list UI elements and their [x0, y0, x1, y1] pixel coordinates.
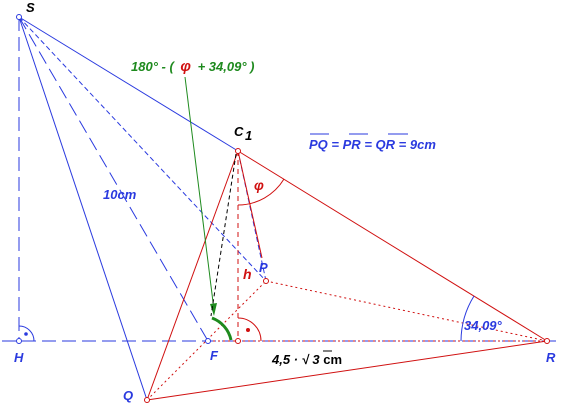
edge-S-F-longdash	[18, 16, 209, 342]
label-slant-length: 10cm	[103, 187, 137, 202]
label-phi: φ	[254, 177, 264, 193]
edge-S-Q	[18, 16, 148, 401]
base-prefix: 4,5 ·	[271, 352, 302, 367]
label-angle-R: 34,09°	[464, 318, 503, 333]
point-H	[16, 338, 22, 344]
edge-Q-P-dotted	[146, 280, 267, 401]
right-angle-dot-H	[24, 332, 28, 336]
eq-seg-PR: PR	[343, 137, 362, 152]
label-H: H	[14, 350, 24, 365]
edge-C1-P-red	[237, 150, 263, 259]
right-angle-mark-h-foot	[237, 317, 262, 342]
label-S: S	[26, 0, 35, 15]
angle-expr-phi: φ	[180, 58, 191, 75]
equation: PQ = PR = QR = 9cm	[309, 137, 436, 152]
point-F	[205, 338, 211, 344]
label-Q: Q	[123, 388, 133, 403]
edge-P-R-dotted	[265, 280, 548, 342]
base-sqrt-value: 3	[312, 352, 320, 367]
edge-C1-R	[237, 150, 548, 342]
angle-phi-arc	[237, 178, 285, 206]
label-h: h	[243, 266, 252, 282]
edge-C1-P-dashed	[237, 150, 267, 282]
right-angle-mark-H	[18, 325, 35, 342]
label-C1: C	[234, 124, 244, 139]
point-S	[16, 14, 22, 20]
label-R: R	[546, 350, 556, 365]
label-base-length: 4,5 · √ 3 cm	[271, 352, 342, 367]
label-F: F	[210, 348, 219, 363]
label-angle-expression: 180° - ( φ + 34,09° )	[131, 58, 254, 75]
angle-expr-prefix: 180° - (	[131, 59, 175, 74]
annotation-arrowhead	[210, 303, 217, 316]
right-angle-dot-h-foot	[246, 328, 250, 332]
edge-Q-R	[146, 340, 548, 401]
eq-seg-QR: QR	[376, 137, 396, 152]
edge-S-P-dashed	[18, 16, 267, 282]
eq-value: = 9cm	[399, 137, 437, 152]
edge-C1-F-dashed	[210, 153, 237, 317]
eq-sign-2: =	[364, 137, 375, 152]
eq-seg-PQ: PQ	[309, 137, 328, 152]
eq-sign-1: =	[331, 137, 342, 152]
point-P	[263, 278, 269, 284]
edge-S-C1	[18, 16, 239, 152]
point-Q	[144, 397, 150, 403]
label-P: P	[259, 260, 268, 275]
angle-F-arc	[211, 316, 233, 341]
label-C1-subscript: 1	[245, 128, 252, 143]
angle-expr-suffix: + 34,09° )	[198, 59, 255, 74]
point-h-foot	[235, 338, 241, 344]
base-unit: cm	[323, 352, 342, 367]
base-sqrt-symbol: √	[302, 352, 310, 367]
edge-Q-C1	[146, 150, 239, 401]
annotation-arrow-line	[184, 76, 215, 311]
angle-R-arc	[460, 295, 475, 342]
point-R	[544, 338, 550, 344]
point-C1	[235, 148, 241, 154]
